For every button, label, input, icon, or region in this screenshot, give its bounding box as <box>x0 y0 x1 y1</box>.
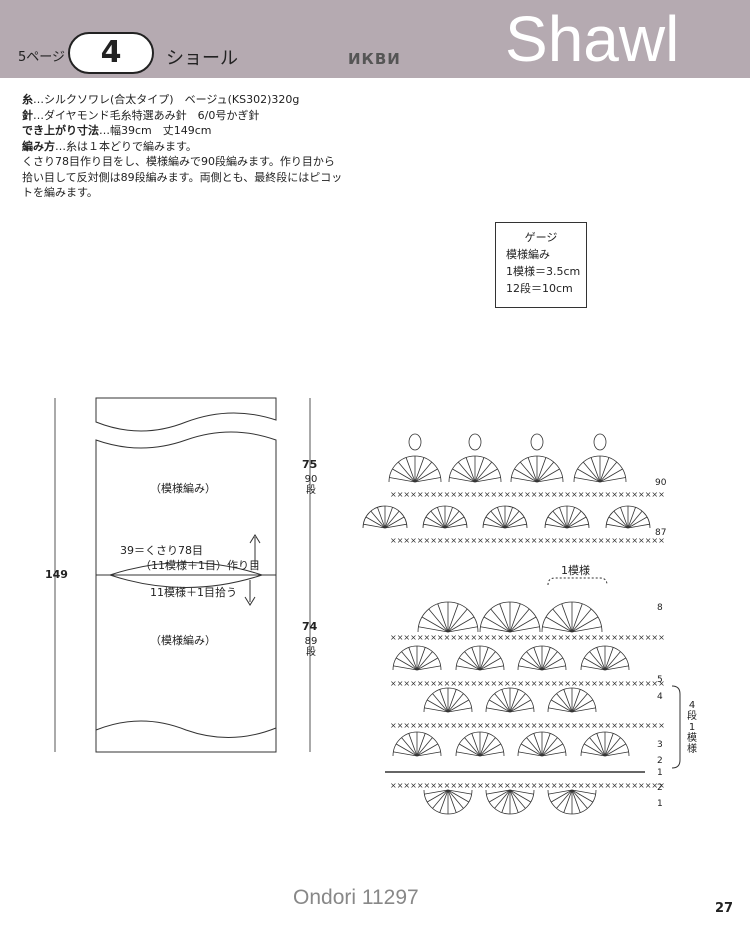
instructions-line-2: 拾い目して反対側は89段編みます。両側とも、最終段にはピコッ <box>22 170 343 184</box>
row-label-87: 87 <box>655 528 667 538</box>
pattern-number: 4 <box>68 32 154 74</box>
stitch-row: ××××××××××××××××××××××××××××××××××××××××… <box>390 536 665 545</box>
row-label-2b: 2 <box>657 783 663 793</box>
fan-motif <box>482 505 528 529</box>
stitch-row: ××××××××××××××××××××××××××××××××××××××××… <box>390 490 665 499</box>
stitch-row: ××××××××××××××××××××××××××××××××××××××××… <box>390 781 665 790</box>
size-line: でき上がり寸法…幅39cm 丈149cm <box>22 124 212 137</box>
lower-cm-label: 74 <box>302 620 318 633</box>
yarn-line: 糸…シルクソワレ(合太タイプ) ベージュ(KS302)320g <box>22 93 300 106</box>
fan-motif <box>517 731 567 757</box>
repeat-brace <box>547 577 608 586</box>
fan-motif <box>517 645 567 671</box>
instructions-line-3: トを編みます。 <box>22 186 98 199</box>
row-label-1: 1 <box>657 768 663 778</box>
picot <box>468 433 482 451</box>
watermark: ИКВИ <box>348 50 401 68</box>
fan-motif <box>485 687 535 713</box>
fan-motif <box>423 789 473 815</box>
fan-motif <box>422 505 468 529</box>
fan-motif <box>392 645 442 671</box>
page-number: 27 <box>715 901 734 916</box>
fan-motif <box>580 731 630 757</box>
needle-line: 針…ダイヤモンド毛糸特選あみ針 6/0号かぎ針 <box>22 108 260 122</box>
row-label-90: 90 <box>655 478 667 488</box>
page-reference: 5ページ <box>18 50 66 65</box>
fan-motif <box>392 731 442 757</box>
fan-motif <box>605 505 651 529</box>
chart-lower-section: ××××××××××××××××××××××××××××××××××××××××… <box>385 577 681 815</box>
gauge-box: ゲージ 模様編み 1模様＝3.5cm 12段＝10cm <box>495 222 587 308</box>
lower-pattern-label: （模様編み） <box>150 634 216 647</box>
english-title: Shawl <box>505 3 680 75</box>
fan-motif <box>485 789 535 815</box>
fan-motif <box>455 645 505 671</box>
pattern-title: ショール <box>166 48 238 69</box>
fan-motif <box>544 505 590 529</box>
row-label-3: 3 <box>657 740 663 750</box>
row-label-8: 8 <box>657 603 663 613</box>
fan-motif <box>547 789 597 815</box>
fan-motif <box>417 601 479 633</box>
stitch-row: ××××××××××××××××××××××××××××××××××××××××… <box>390 679 665 688</box>
upper-rows-label: 90段 <box>304 474 318 496</box>
fan-motif <box>362 505 408 529</box>
pickup-label: 11模様＋1目拾う <box>150 586 237 599</box>
gauge-row-2: 12段＝10cm <box>506 282 573 295</box>
fan-motif <box>541 601 603 633</box>
rows-brace <box>671 685 681 769</box>
materials-info: 糸…シルクソワレ(合太タイプ) ベージュ(KS302)320g 針…ダイヤモンド… <box>22 92 382 201</box>
fan-motif <box>388 455 442 483</box>
row-label-5: 5 <box>657 675 663 685</box>
gauge-title: ゲージ <box>524 231 558 244</box>
upper-pattern-label: （模様編み） <box>150 482 216 495</box>
row-label-1b: 1 <box>657 799 663 809</box>
repeat-label: 1模様 <box>561 564 590 577</box>
chain-label: 39＝くさり78目 <box>120 544 203 557</box>
length-label: 149 <box>45 568 68 581</box>
lower-rows-label: 89段 <box>304 636 318 658</box>
fan-motif <box>479 601 541 633</box>
instructions-line-1: くさり78目作り目をし、模様編みで90段編みます。作り目から <box>22 155 335 168</box>
fan-motif <box>580 645 630 671</box>
fan-motif <box>448 455 502 483</box>
picot <box>593 433 607 451</box>
catalog-code: Ondori 11297 <box>293 886 419 909</box>
method-line: 編み方…糸は１本どりで編みます。 <box>22 139 197 153</box>
upper-cm-label: 75 <box>302 458 318 471</box>
fan-motif <box>510 455 564 483</box>
stitch-row: ××××××××××××××××××××××××××××××××××××××××… <box>390 633 665 642</box>
rows-repeat-label: 4段1模様 <box>687 700 697 755</box>
chain-sub-label: （11模様＋1目）作り目 <box>140 559 260 572</box>
row-label-2: 2 <box>657 756 663 766</box>
picot <box>530 433 544 451</box>
picot <box>408 433 422 451</box>
fan-motif <box>573 455 627 483</box>
fan-motif <box>455 731 505 757</box>
chart-upper-section: ××××××××××××××××××××××××××××××××××××××××… <box>362 433 665 545</box>
gauge-row-1: 1模様＝3.5cm <box>506 265 581 278</box>
fan-motif <box>423 687 473 713</box>
stitch-row: ××××××××××××××××××××××××××××××××××××××××… <box>390 721 665 730</box>
gauge-pattern: 模様編み <box>506 248 550 261</box>
row-label-4: 4 <box>657 692 663 702</box>
fan-motif <box>547 687 597 713</box>
